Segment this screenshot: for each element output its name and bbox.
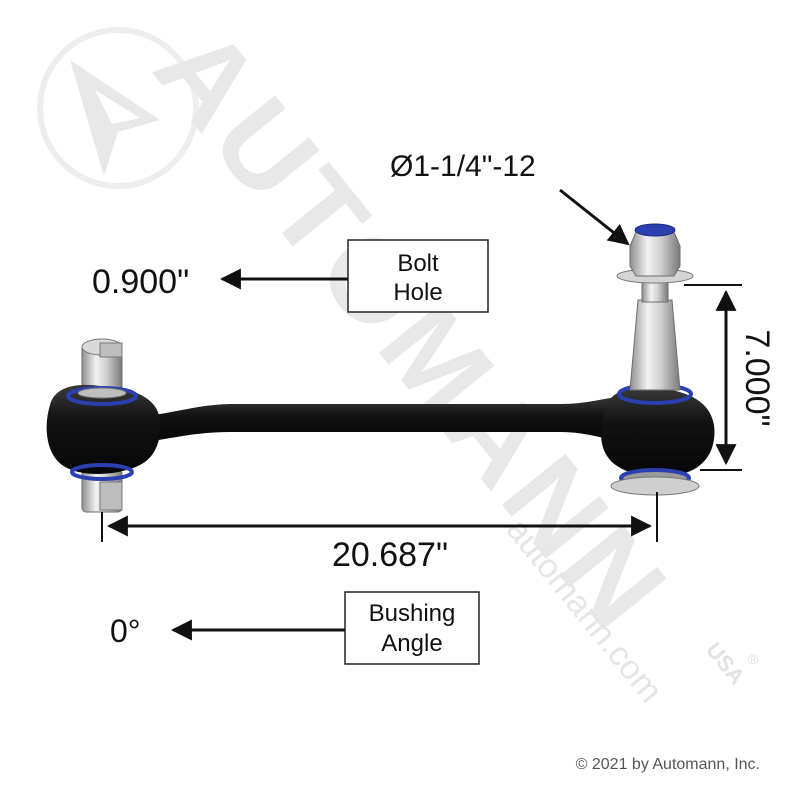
length-value: 20.687"	[332, 536, 448, 574]
dimension-annotations: Ø1-1/4"-12 Bolt Hole 0.900" 7.000" 20.68…	[92, 150, 776, 665]
bushing-angle-box	[344, 591, 480, 665]
left-eye	[46, 384, 161, 481]
bolt-hole-label-line2: Hole	[393, 279, 442, 306]
bolt-hole-label-line1: Bolt	[397, 250, 439, 277]
watermark-logo-icon	[37, 27, 199, 189]
watermark-registered: ®	[748, 651, 759, 667]
right-eye	[601, 383, 715, 496]
bushing-angle-value: 0°	[110, 613, 141, 649]
left-bushing-bottom	[70, 463, 134, 481]
bushing-angle-label-line1: Bushing	[369, 600, 456, 627]
torque-rod	[46, 223, 715, 513]
watermark-usa-mark: USA	[701, 637, 750, 689]
thread-spec-leader	[559, 188, 630, 246]
hex-nut-icon	[629, 231, 681, 277]
bolt-hole-box	[347, 239, 489, 313]
height-value: 7.000"	[738, 329, 776, 426]
right-tapered-stud	[616, 223, 694, 391]
copyright-text: © 2021 by Automann, Inc.	[575, 756, 760, 773]
bushing-angle-label-line2: Angle	[381, 630, 442, 657]
bolt-hole-value: 0.900"	[92, 263, 189, 301]
rod-shaft	[120, 396, 628, 445]
thread-spec-label: Ø1-1/4"-12	[390, 150, 536, 183]
